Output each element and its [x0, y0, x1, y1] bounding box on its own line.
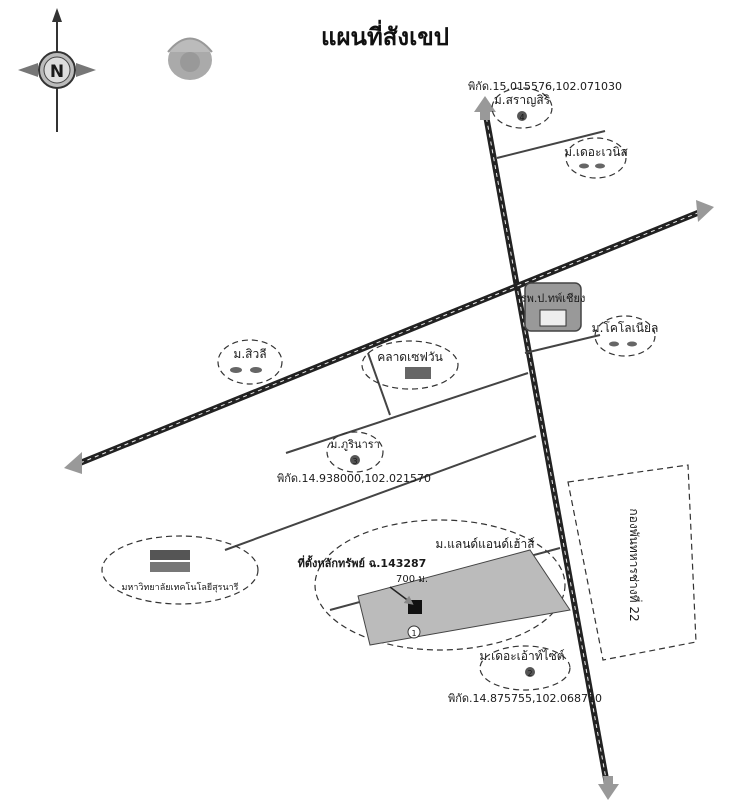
place-the-villa: ม.เดอะเวนิส: [564, 137, 628, 179]
north-label: N: [50, 62, 64, 82]
hospital-label: รพ.ป.ทพ์เชียง: [521, 292, 586, 305]
army-label: กองพันทหารช่างที่ 22: [627, 508, 643, 621]
place-university: มหาวิทยาลัยเทคโนโลยีสุรนารี: [101, 535, 259, 605]
marker-4: 4: [519, 113, 524, 122]
siwali-label: ม.สิวลี: [233, 347, 266, 361]
puriwan-label: ม.ภูรินารา: [330, 438, 380, 451]
place-colonial: ม.โคโลเนียล: [592, 315, 659, 357]
road-main: [474, 96, 619, 800]
coord-south: พิกัด.14.875755,102.068710: [448, 692, 602, 705]
land-and-house-label: ม.แลนด์แอนด์เฮ้าส์: [435, 537, 535, 551]
colonial-label: ม.โคโลเนียล: [592, 321, 659, 335]
place-puriwan: ม.ภูรินารา 3: [326, 431, 384, 473]
subject-area: 1 ม.แลนด์แอนด์เฮ้าส์ ที่ตั้งหลักทรัพย์ ฉ…: [298, 519, 571, 651]
distance-label: 700 ม.: [396, 574, 428, 585]
place-saransiri: ม.สราญสิริ 4: [491, 87, 553, 129]
marker-3: 3: [352, 457, 357, 466]
marker-1: 1: [411, 629, 416, 638]
the-eight-label: ม.เดอะเอ้าท์ไซต์: [479, 649, 564, 663]
place-market: คลาดเซฟวัน: [361, 340, 459, 390]
emblem-icon: [167, 37, 213, 80]
map-title: แผนที่สังเขป: [321, 19, 449, 51]
university-label: มหาวิทยาลัยเทคโนโลยีสุรนารี: [121, 582, 238, 593]
place-siwali: ม.สิวลี: [217, 339, 283, 385]
the-villa-label: ม.เดอะเวนิส: [564, 145, 628, 159]
marker-2: 2: [527, 669, 532, 678]
coord-north: พิกัด.15.015576,102.071030: [468, 80, 622, 93]
subject-label: ที่ตั้งหลักทรัพย์ ฉ.143287: [298, 555, 427, 570]
hospital-marker: รพ.ป.ทพ์เชียง: [521, 282, 586, 332]
place-army: กองพันทหารช่างที่ 22: [567, 464, 697, 661]
coord-middle: พิกัด.14.938000,102.021570: [277, 472, 431, 485]
compass-icon: N: [18, 8, 96, 132]
road-highway: [64, 200, 714, 474]
saransiri-label: ม.สราญสิริ: [494, 93, 551, 107]
place-the-eight: ม.เดอะเอ้าท์ไซต์ 2: [479, 645, 571, 691]
market-label: คลาดเซฟวัน: [377, 350, 443, 364]
